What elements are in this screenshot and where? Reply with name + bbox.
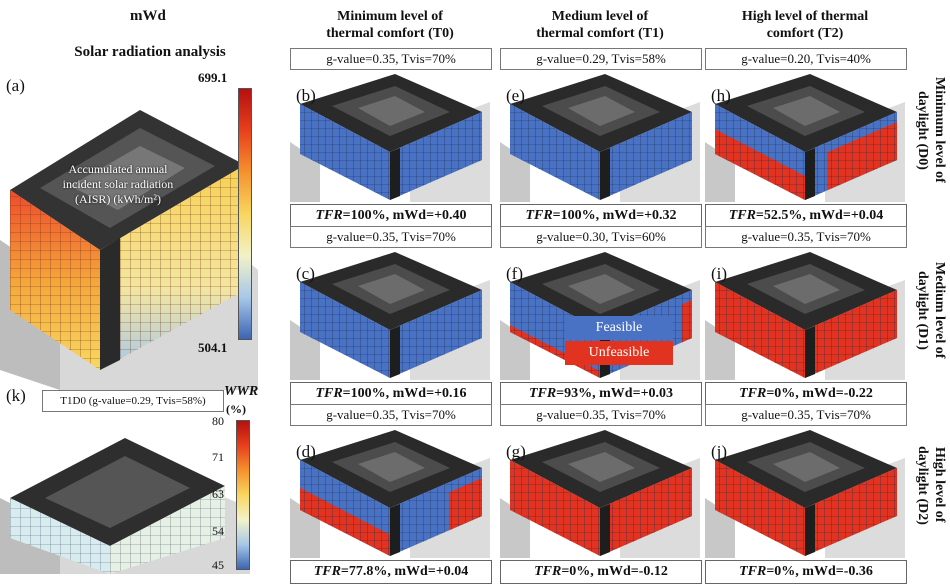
panel-label-0: (b)	[296, 86, 316, 105]
row-label-d0: Minimum level of daylight (D0)	[914, 70, 948, 190]
panel-result-tfr-4: TFR	[528, 386, 557, 401]
panel-label-3: (c)	[296, 264, 315, 283]
panel-k-caption: T1D0 (g-value=0.29, Tvis=58%)	[42, 390, 224, 412]
row-label-d0-line1: Minimum level of	[932, 77, 947, 183]
row-label-d1: Medium level of daylight (D1)	[914, 250, 948, 370]
panel-result-tfr-1: TFR	[525, 208, 553, 223]
panel-result-values-4: =93%, mWd=+0.03	[556, 386, 674, 401]
panel-config-7: g-value=0.35, Tvis=70%	[500, 404, 702, 426]
column-header-t0-line2: thermal comfort (T0)	[326, 26, 454, 41]
row-label-d1-line1: Medium level of	[932, 261, 947, 359]
aisr-scale-bar	[238, 88, 252, 340]
panel-result-tfr-0: TFR	[315, 208, 343, 223]
wwr-title: WWR	[224, 384, 259, 399]
panel-config-4: g-value=0.30, Tvis=60%	[500, 226, 702, 248]
panel-result-4: TFR=93%, mWd=+0.03	[500, 382, 702, 406]
panel-label-4: (f)	[506, 264, 523, 283]
panel-result-tfr-3: TFR	[315, 386, 343, 401]
panel-result-tfr-7: TFR	[534, 564, 562, 579]
panel-label-7: (g)	[506, 442, 526, 461]
panel-config-8: g-value=0.35, Tvis=70%	[705, 404, 907, 426]
column-header-t1: Medium level of thermal comfort (T1)	[500, 8, 700, 42]
panel-result-8: TFR=0%, mWd=-0.36	[705, 560, 907, 584]
panel-label-6: (d)	[296, 442, 316, 461]
mwd-title-text: mWd	[130, 8, 166, 24]
panel-config-0: g-value=0.35, Tvis=70%	[290, 48, 492, 70]
wwr-tick-54: 54	[212, 524, 224, 538]
panel-building-5	[705, 252, 905, 380]
panel-label-5: (i)	[711, 264, 728, 283]
panel-result-5: TFR=0%, mWd=-0.22	[705, 382, 907, 406]
aisr-note: Accumulated annual incident solar radiat…	[38, 162, 198, 207]
panel-result-tfr-5: TFR	[739, 386, 767, 401]
panel-result-values-1: =100%, mWd=+0.32	[552, 208, 677, 223]
panel-result-3: TFR=100%, mWd=+0.16	[290, 382, 492, 406]
panel-config-1: g-value=0.29, Tvis=58%	[500, 48, 702, 70]
panel-result-values-3: =100%, mWd=+0.16	[342, 386, 467, 401]
panel-config-2: g-value=0.20, Tvis=40%	[705, 48, 907, 70]
panel-result-values-5: =0%, mWd=-0.22	[766, 386, 873, 401]
panel-result-tfr-8: TFR	[739, 564, 767, 579]
row-label-d0-line2: daylight (D0)	[915, 90, 930, 170]
wwr-scale-bar	[236, 420, 250, 570]
panel-label-8: (j)	[711, 442, 728, 461]
aisr-note-line2: incident solar radiation	[62, 177, 174, 191]
legend-feasible: Feasible	[565, 316, 673, 340]
panel-a-building	[0, 110, 258, 390]
panel-k-label: (k)	[6, 386, 26, 405]
panel-result-values-0: =100%, mWd=+0.40	[342, 208, 467, 223]
panel-label-2: (h)	[711, 86, 731, 105]
panel-building-1	[500, 74, 700, 202]
column-header-t1-line1: Medium level of	[551, 9, 649, 24]
wwr-tick-71: 71	[212, 450, 224, 464]
panel-result-0: TFR=100%, mWd=+0.40	[290, 204, 492, 228]
panel-result-2: TFR=52.5%, mWd=+0.04	[705, 204, 907, 228]
aisr-max-label: 699.1	[198, 70, 228, 85]
panel-result-6: TFR=77.8%, mWd=+0.04	[290, 560, 492, 584]
aisr-note-line1: Accumulated annual	[68, 162, 168, 176]
panel-config-6: g-value=0.35, Tvis=70%	[290, 404, 492, 426]
column-header-t1-line2: thermal comfort (T1)	[536, 26, 664, 41]
row-label-d1-line2: daylight (D1)	[915, 270, 930, 350]
solar-analysis-title: Solar radiation analysis	[74, 44, 226, 60]
panel-k-building	[0, 438, 250, 574]
aisr-min-label: 504.1	[198, 340, 228, 355]
wwr-unit: (%)	[226, 402, 246, 416]
panel-result-values-7: =0%, mWd=-0.12	[561, 564, 668, 579]
row-label-d2-line2: daylight (D2)	[915, 445, 930, 525]
panel-result-values-6: =77.8%, mWd=+0.04	[340, 564, 469, 579]
wwr-tick-45: 45	[212, 558, 224, 572]
panel-building-0	[290, 74, 490, 202]
panel-building-8	[705, 430, 905, 558]
panel-label-1: (e)	[506, 86, 525, 105]
row-label-d2: High level of daylight (D2)	[914, 425, 948, 545]
wwr-tick-63: 63	[212, 487, 224, 501]
panel-result-values-2: =52.5%, mWd=+0.04	[755, 208, 884, 223]
panel-building-6	[290, 430, 490, 558]
mwd-title: mWd	[130, 8, 166, 25]
panel-result-1: TFR=100%, mWd=+0.32	[500, 204, 702, 228]
panel-result-tfr-2: TFR	[728, 208, 756, 223]
panel-config-5: g-value=0.35, Tvis=70%	[705, 226, 907, 248]
column-header-t2-line1: High level of thermal	[741, 9, 869, 24]
panel-result-7: TFR=0%, mWd=-0.12	[500, 560, 702, 584]
panel-config-3: g-value=0.35, Tvis=70%	[290, 226, 492, 248]
aisr-note-line3: (AISR) (kWh/m²)	[75, 192, 161, 206]
panel-building-2	[705, 74, 905, 202]
column-header-t2-line2: comfort (T2)	[766, 26, 844, 41]
legend-unfeasible: Unfeasible	[565, 341, 673, 365]
panel-result-tfr-6: TFR	[313, 564, 341, 579]
panel-building-3	[290, 252, 490, 380]
panel-a-label: (a)	[6, 76, 25, 95]
panel-building-7	[500, 430, 700, 558]
wwr-tick-80: 80	[212, 414, 224, 428]
row-label-d2-line1: High level of	[932, 447, 947, 523]
panel-result-values-8: =0%, mWd=-0.36	[766, 564, 873, 579]
column-header-t2: High level of thermal comfort (T2)	[705, 8, 905, 42]
column-header-t0-line1: Minimum level of	[337, 9, 443, 24]
column-header-t0: Minimum level of thermal comfort (T0)	[290, 8, 490, 42]
